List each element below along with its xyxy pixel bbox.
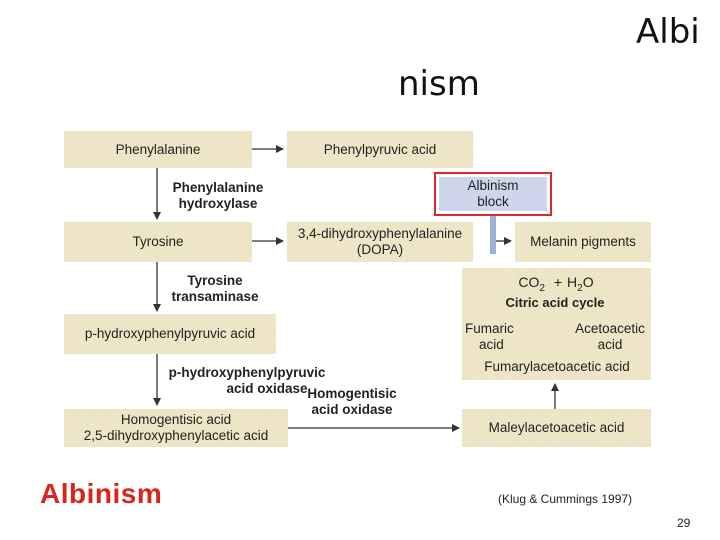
fumaric-acid-label: Fumaric acid [465, 321, 514, 352]
albinism-block-line1: Albinism [467, 178, 519, 193]
slide-title-part1: Albi [636, 12, 700, 52]
citric-acid-cycle-panel [462, 268, 651, 380]
co2-h2o-label: CO2 +H2O [518, 274, 594, 294]
enzyme-phenylalanine-hydroxylase: Phenylalanine hydroxylase [172, 180, 264, 211]
node-maleylacetoacetic-acid: Maleylacetoacetic acid [462, 409, 651, 447]
enzyme-homogentisic-acid-oxidase: Homogentisic acid oxidase [307, 386, 397, 417]
node-homogentisic-acid: Homogentisic acid 2,5-dihydroxyphenylace… [64, 409, 288, 447]
slide-title-part2: nism [398, 64, 480, 104]
fumarylacetoacetic-acid-label: Fumarylacetoacetic acid [484, 359, 630, 374]
node-dopa: 3,4-dihydroxyphenylalanine (DOPA) [287, 222, 473, 262]
page-number: 29 [677, 516, 691, 530]
node-melanin-pigments: Melanin pigments [515, 222, 651, 262]
albinism-block-line2: block [477, 194, 509, 209]
citric-acid-cycle-label: Citric acid cycle [505, 295, 605, 310]
enzyme-tyrosine-transaminase: Tyrosine transaminase [171, 273, 259, 304]
node-phenylpyruvic-acid: Phenylpyruvic acid [287, 131, 473, 168]
acetoacetic-acid-label: Acetoacetic acid [575, 321, 645, 352]
node-p-hydroxyphenylpyruvic-acid: p-hydroxyphenylpyruvic acid [64, 314, 276, 354]
node-phenylalanine: Phenylalanine [64, 131, 252, 168]
enzyme-p-hppa-oxidase: p-hydroxyphenylpyruvic acid oxidase [168, 365, 326, 396]
citation: (Klug & Cummings 1997) [498, 492, 633, 506]
footer-title: Albinism [40, 478, 163, 509]
node-tyrosine: Tyrosine [64, 222, 252, 262]
albinism-block: Albinism block [434, 172, 552, 216]
